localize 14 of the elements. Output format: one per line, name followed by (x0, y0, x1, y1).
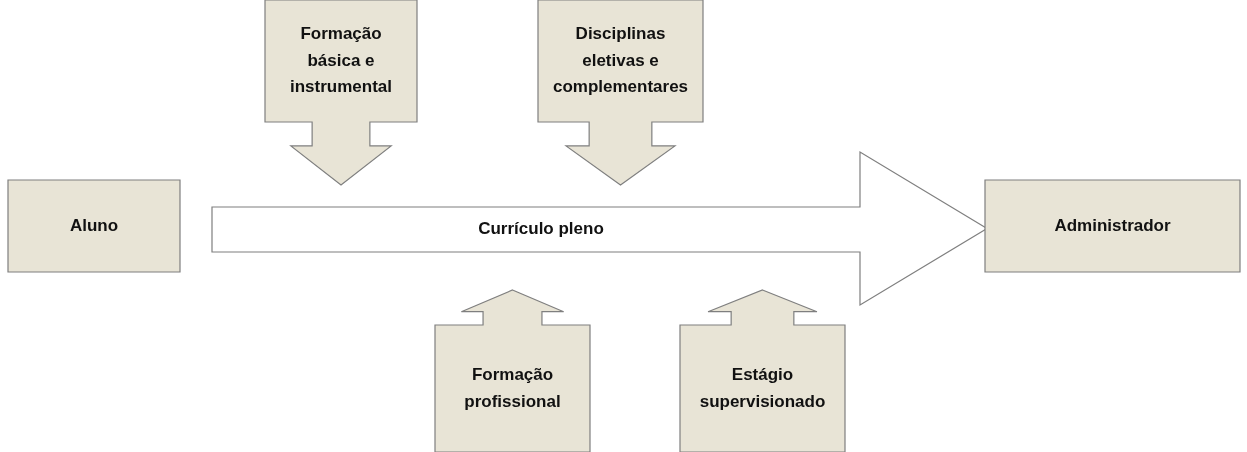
node-label: Disciplinas eletivas e complementares (551, 23, 690, 99)
node-label: Formação profissional (463, 364, 562, 413)
down-arrow-box (265, 0, 417, 185)
up-arrow-box (435, 290, 590, 452)
node-label: Currículo pleno (478, 218, 604, 241)
down-arrow-box (538, 0, 703, 185)
block-arrow (212, 152, 987, 305)
node-label: Formação básica e instrumental (289, 23, 393, 99)
node-label: Aluno (69, 214, 119, 237)
up-arrow-box (680, 290, 845, 452)
node-label: Estágio supervisionado (698, 364, 827, 413)
process-box (985, 180, 1240, 272)
node-label: Administrador (1054, 214, 1171, 237)
process-box (8, 180, 180, 272)
